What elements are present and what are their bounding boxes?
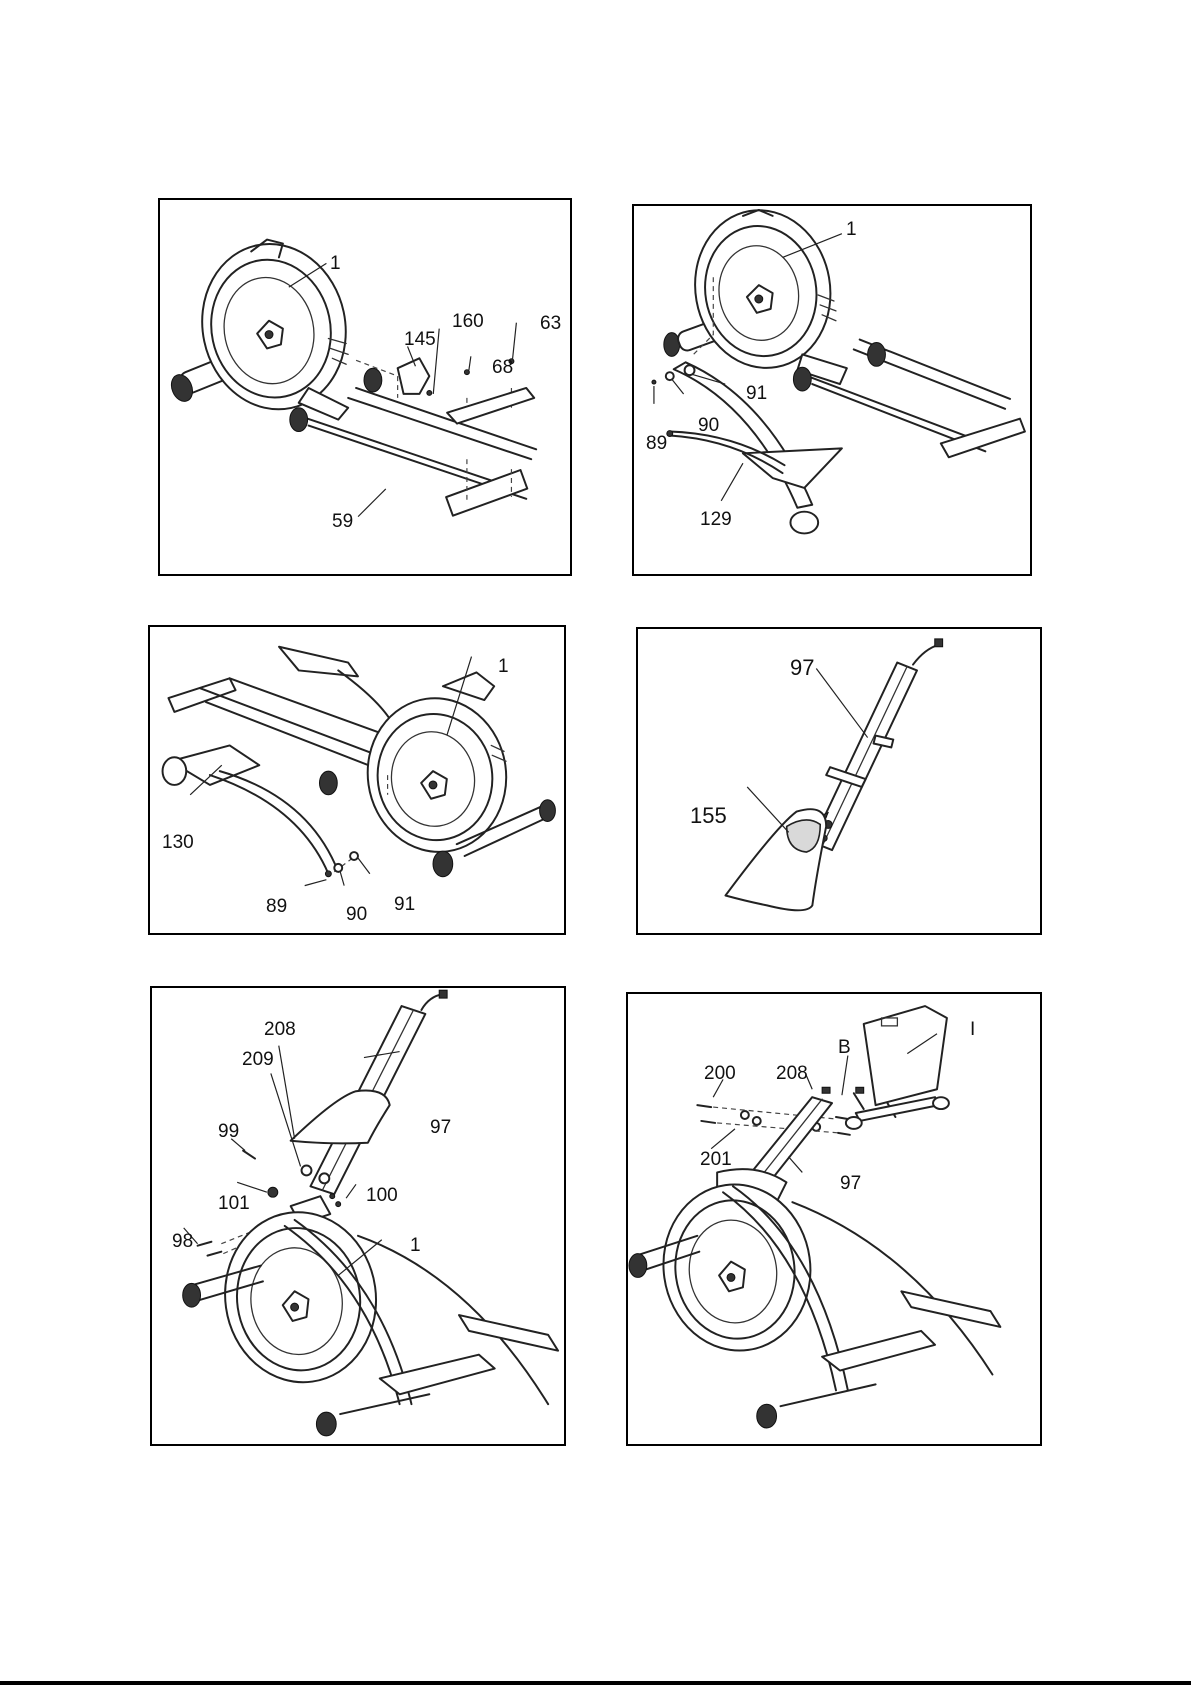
- part-label: 155: [690, 805, 727, 827]
- part-label: 97: [840, 1174, 861, 1193]
- assembly-panel-6: 200 208 B I 201 97: [626, 992, 1042, 1446]
- assembly-panel-2: 1 91 90 89 129: [632, 204, 1032, 576]
- part-label: 145: [404, 330, 436, 349]
- part-label: 201: [700, 1150, 732, 1169]
- part-label: 208: [776, 1064, 808, 1083]
- part-label: 101: [218, 1194, 250, 1213]
- part-label: 208: [264, 1020, 296, 1039]
- part-label: B: [838, 1038, 851, 1057]
- part-label: 130: [162, 833, 194, 852]
- part-label: 100: [366, 1186, 398, 1205]
- part-label: 90: [346, 905, 367, 924]
- part-label: 68: [492, 358, 513, 377]
- part-label: 91: [394, 895, 415, 914]
- part-label: 200: [704, 1064, 736, 1083]
- console-attachment-diagram: [628, 994, 1040, 1444]
- assembly-panel-1: 1 145 160 68 63 59: [158, 198, 572, 576]
- part-label: 90: [698, 416, 719, 435]
- part-label: 98: [172, 1232, 193, 1251]
- part-label: 59: [332, 512, 353, 531]
- part-label: 209: [242, 1050, 274, 1069]
- assembly-panel-4: 97 155: [636, 627, 1042, 935]
- console-mast-diagram: [638, 629, 1040, 933]
- part-label: 89: [646, 434, 667, 453]
- part-label: 97: [430, 1118, 451, 1137]
- part-label: 99: [218, 1122, 239, 1141]
- part-label: 89: [266, 897, 287, 916]
- part-label: I: [970, 1020, 975, 1039]
- part-label: 91: [746, 384, 767, 403]
- part-label: 160: [452, 312, 484, 331]
- pedal-arm-diagram: [634, 206, 1030, 574]
- part-label: 1: [330, 254, 341, 273]
- part-label: 1: [498, 657, 509, 676]
- part-label: 1: [410, 1236, 421, 1255]
- part-label: 129: [700, 510, 732, 529]
- assembly-panel-5: 208 209 97 99 101 100 98 1: [150, 986, 566, 1446]
- page-bottom-rule: [0, 1681, 1191, 1685]
- frame-rail-diagram: [160, 200, 570, 574]
- mast-attachment-diagram: [152, 988, 564, 1444]
- assembly-panel-3: 1 130 89 90 91: [148, 625, 566, 935]
- part-label: 97: [790, 657, 814, 679]
- part-label: 63: [540, 314, 561, 333]
- part-label: 1: [846, 220, 857, 239]
